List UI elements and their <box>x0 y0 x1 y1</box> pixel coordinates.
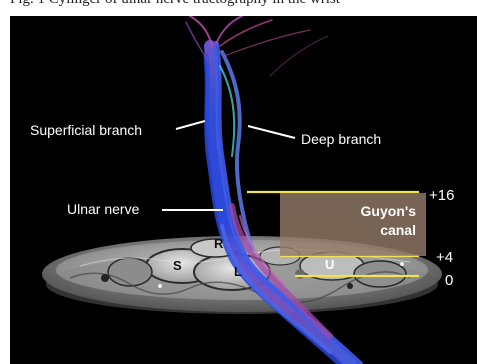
guyons-canal-line2: canal <box>380 222 416 238</box>
deep-pointer <box>248 126 295 138</box>
level-label-bottom: 0 <box>445 273 453 289</box>
anatomy-label-l: L <box>234 264 242 279</box>
ulnar-nerve-label: Ulnar nerve <box>67 201 139 217</box>
guyons-canal-box: Guyon's canal <box>280 193 426 256</box>
deep-branch-label: Deep branch <box>301 131 381 147</box>
caption-text: Fig. 1 Cylinger of ulnar nerve tractogra… <box>10 0 340 8</box>
guyons-canal-line1: Guyon's <box>361 203 416 219</box>
superficial-pointer <box>176 121 205 129</box>
level-label-middle: +4 <box>436 250 453 266</box>
tractography-figure: Guyon's canal Superficial branch Deep br… <box>10 16 477 364</box>
anatomy-label-s: S <box>173 258 182 273</box>
anatomy-label-u: U <box>325 257 334 272</box>
guyons-canal-label: Guyon's canal <box>280 202 416 240</box>
anatomy-label-r: R <box>214 236 223 251</box>
superficial-branch-label: Superficial branch <box>30 122 142 138</box>
level-label-top: +16 <box>429 188 454 204</box>
mri-tractography-image <box>10 16 477 364</box>
